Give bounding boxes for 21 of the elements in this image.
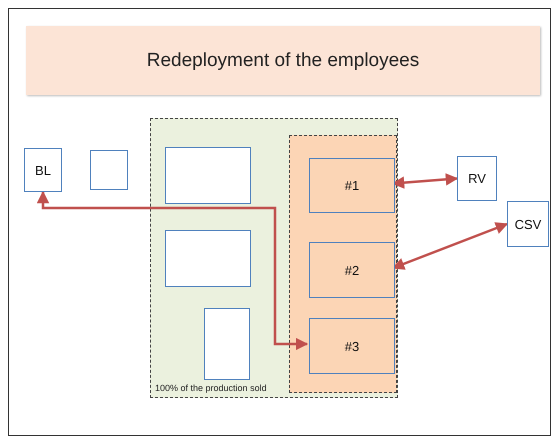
process-box <box>204 308 250 380</box>
dashed-group-panel <box>289 135 397 393</box>
box-label: RV <box>468 171 486 186</box>
process-box <box>457 156 497 201</box>
process-box <box>309 242 395 298</box>
process-box <box>90 150 128 190</box>
process-box <box>309 158 395 213</box>
box-label: #3 <box>344 338 360 354</box>
process-box <box>165 230 251 287</box>
box-label: #1 <box>344 178 360 193</box>
double-arrow <box>36 190 308 350</box>
box-label: #2 <box>344 262 360 278</box>
process-box <box>24 148 62 192</box>
title-banner: Redeployment of the employees <box>26 26 540 95</box>
process-box <box>309 318 395 374</box>
dashed-group-panel <box>150 118 398 398</box>
process-box <box>507 201 549 247</box>
box-label: BL <box>35 162 51 178</box>
group-label: 100% of the production sold <box>155 383 267 393</box>
box-label: CSV <box>514 216 542 232</box>
process-box <box>165 147 251 204</box>
